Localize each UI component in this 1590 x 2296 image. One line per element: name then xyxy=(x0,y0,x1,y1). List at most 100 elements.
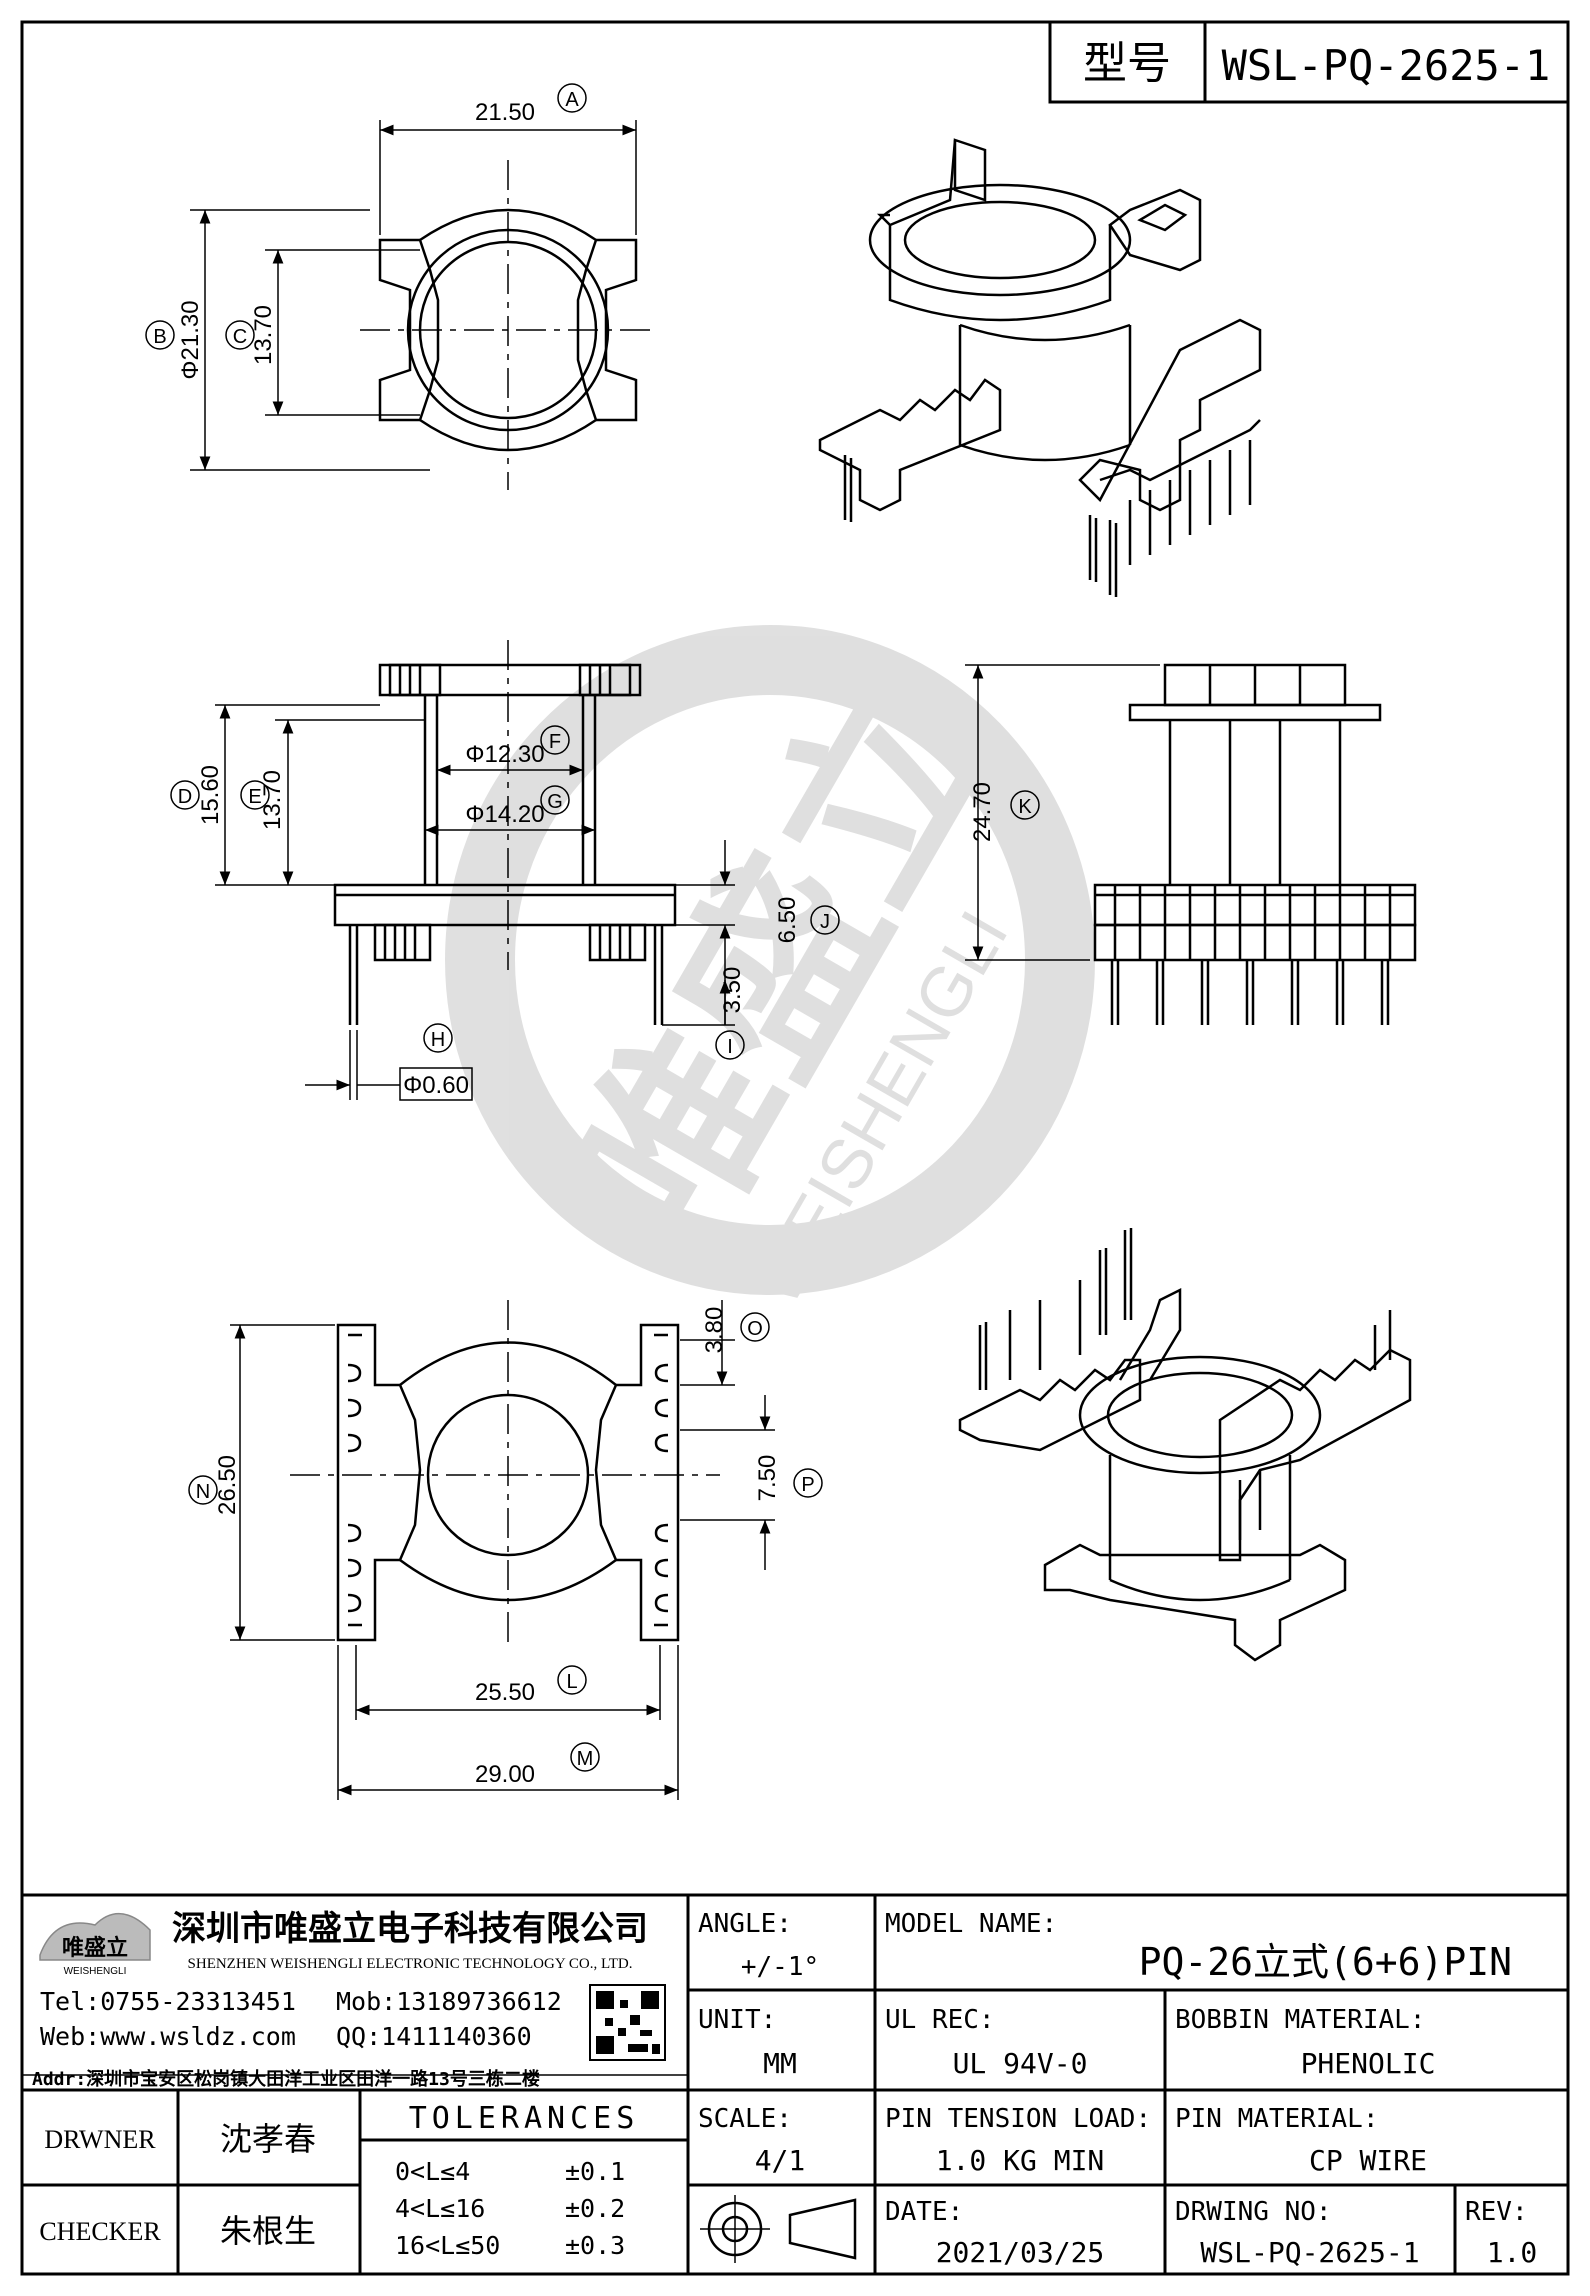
tag-k: K xyxy=(1018,796,1032,818)
drawer-value: 沈孝春 xyxy=(220,2121,316,2157)
tol-range-2: 4<L≤16 xyxy=(395,2194,485,2223)
tag-o: O xyxy=(747,1318,763,1340)
scale-label: SCALE: xyxy=(698,2104,792,2134)
company-logo: 唯盛立 WEISHENGLI xyxy=(39,1912,151,1977)
dim-i: 3.50 xyxy=(719,967,746,1014)
dim-h: Φ0.60 xyxy=(403,1072,469,1099)
bottom-view-labels: N 26.50 L 25.50 M 29.00 O 3.80 P 7.50 xyxy=(188,1307,823,1788)
dim-a: 21.50 xyxy=(475,99,535,126)
logo-cn: 唯盛立 xyxy=(62,1935,128,1960)
dim-k: 24.70 xyxy=(969,782,996,842)
side-view-labels: K 24.70 xyxy=(969,782,1040,842)
tag-l: L xyxy=(566,1671,577,1693)
front-view xyxy=(333,640,677,1025)
tag-g: G xyxy=(547,791,563,813)
pin-tension-label: PIN TENSION LOAD: xyxy=(885,2104,1151,2134)
angle-value: +/-1° xyxy=(741,1952,819,1982)
top-view-labels: A 21.50 B Φ21.30 C 13.70 xyxy=(145,83,587,380)
tag-b: B xyxy=(153,326,166,348)
dim-n: 26.50 xyxy=(214,1455,241,1515)
date-label: DATE: xyxy=(885,2197,963,2227)
pin-material-label: PIN MATERIAL: xyxy=(1175,2104,1379,2134)
dim-d: 15.60 xyxy=(197,765,224,825)
tol-range-3: 16<L≤50 xyxy=(395,2231,500,2260)
unit-label: UNIT: xyxy=(698,2005,776,2035)
tag-p: P xyxy=(801,1474,814,1496)
tag-m: M xyxy=(577,1748,594,1770)
watermark: 唯盛立 WEISHENGLI xyxy=(445,625,1095,1318)
ul-label: UL REC: xyxy=(885,2005,995,2035)
title-block-text: ANGLE: +/-1° MODEL NAME: PQ-26立式(6+6)PIN… xyxy=(39,1909,1537,2269)
tol-value-1: ±0.1 xyxy=(565,2157,625,2186)
model-name-value: PQ-26立式(6+6)PIN xyxy=(1139,1940,1512,1984)
date-value: 2021/03/25 xyxy=(936,2236,1105,2269)
dim-m: 29.00 xyxy=(475,1761,535,1788)
dim-o: 3.80 xyxy=(701,1307,728,1354)
pin-material-value: CP WIRE xyxy=(1309,2144,1427,2177)
header-model-value: WSL-PQ-2625-1 xyxy=(1222,41,1551,90)
iso-view-bottom xyxy=(958,1228,1412,1662)
company-qq: QQ:1411140360 xyxy=(336,2022,532,2051)
tag-i: I xyxy=(727,1036,733,1058)
side-view xyxy=(1093,663,1417,1025)
title-block xyxy=(22,1893,1568,2274)
company-web: Web:www.wsldz.com xyxy=(40,2022,296,2051)
dim-g: Φ14.20 xyxy=(465,801,544,828)
top-view xyxy=(360,160,650,490)
checker-label: CHECKER xyxy=(39,2217,161,2246)
tag-n: N xyxy=(196,1481,210,1503)
tag-c: C xyxy=(233,326,247,348)
company-block: 唯盛立 WEISHENGLI 深圳市唯盛立电子科技有限公司 SHENZHEN W… xyxy=(32,1909,666,2090)
dim-j: 6.50 xyxy=(774,897,801,944)
dim-p: 7.50 xyxy=(754,1455,781,1502)
iso-view-top xyxy=(818,138,1262,597)
company-tel: Tel:0755-23313451 xyxy=(40,1987,296,2016)
top-view-dims xyxy=(190,120,637,471)
header-model-box: 型号 WSL-PQ-2625-1 xyxy=(1048,20,1570,104)
company-addr: Addr:深圳市宝安区松岗镇大田洋工业区田洋一路13号三栋二楼 xyxy=(32,2068,540,2090)
front-view-dims xyxy=(215,704,735,1101)
pin-tension-value: 1.0 KG MIN xyxy=(936,2144,1105,2177)
dim-c: 13.70 xyxy=(250,305,277,365)
dim-f: Φ12.30 xyxy=(465,741,544,768)
bobbin-label: BOBBIN MATERIAL: xyxy=(1175,2005,1425,2035)
model-name-label: MODEL NAME: xyxy=(885,1909,1057,1939)
tolerances-title: TOLERANCES xyxy=(409,2101,640,2136)
tol-range-1: 0<L≤4 xyxy=(395,2157,470,2186)
tag-d: D xyxy=(178,786,192,808)
tag-h: H xyxy=(431,1029,445,1051)
dim-l: 25.50 xyxy=(475,1679,535,1706)
angle-label: ANGLE: xyxy=(698,1909,792,1939)
tag-j: J xyxy=(820,911,830,933)
scale-value: 4/1 xyxy=(755,2144,806,2177)
company-name-en: SHENZHEN WEISHENGLI ELECTRONIC TECHNOLOG… xyxy=(188,1956,633,1972)
qr-code xyxy=(589,1984,666,2061)
front-view-labels: D 15.60 E 13.70 F Φ12.30 G Φ14.20 H Φ0.6… xyxy=(170,725,840,1099)
company-name-cn: 深圳市唯盛立电子科技有限公司 xyxy=(172,1909,648,1948)
drawer-label: DRWNER xyxy=(44,2125,156,2154)
tag-e: E xyxy=(248,786,261,808)
dwg-label: DRWING NO: xyxy=(1175,2197,1332,2227)
sheet-border xyxy=(20,20,1570,2276)
bottom-view-dims xyxy=(230,1300,775,1800)
logo-en: WEISHENGLI xyxy=(64,1966,127,1977)
bottom-view xyxy=(290,1300,720,1650)
ul-value: UL 94V-0 xyxy=(953,2047,1088,2080)
projection-symbol xyxy=(700,2195,857,2263)
checker-value: 朱根生 xyxy=(220,2213,316,2249)
side-view-dims xyxy=(965,664,1160,961)
dwg-value: WSL-PQ-2625-1 xyxy=(1200,2236,1419,2269)
bobbin-value: PHENOLIC xyxy=(1301,2047,1436,2080)
rev-value: 1.0 xyxy=(1487,2236,1538,2269)
tol-value-3: ±0.3 xyxy=(565,2231,625,2260)
header-model-label: 型号 xyxy=(1083,39,1171,88)
dim-e: 13.70 xyxy=(259,770,286,830)
dim-b: Φ21.30 xyxy=(177,300,204,379)
tag-a: A xyxy=(565,89,579,111)
tag-f: F xyxy=(549,731,561,753)
tol-value-2: ±0.2 xyxy=(565,2194,625,2223)
rev-label: REV: xyxy=(1465,2197,1528,2227)
company-mob: Mob:13189736612 xyxy=(336,1987,562,2016)
unit-value: MM xyxy=(763,2047,797,2080)
